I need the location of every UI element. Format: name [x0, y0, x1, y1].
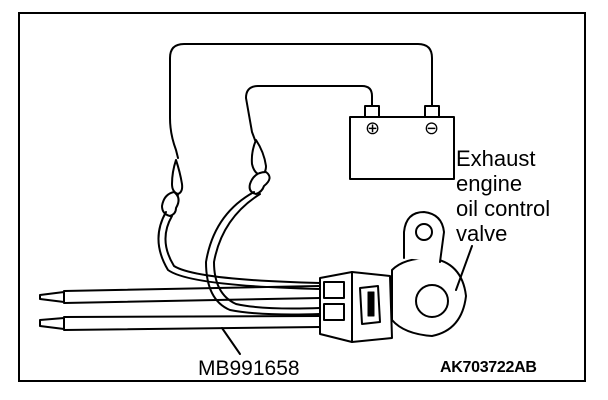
test-lead-lower-bottom: [63, 326, 321, 331]
probe-sleeve-left: [171, 159, 184, 195]
connector-clip-left: [161, 191, 180, 217]
battery-terminal-negative: [424, 105, 440, 118]
harness-wire-upper-b: [164, 215, 321, 284]
battery-negative-symbol: ⊖: [424, 118, 440, 138]
tool-label: MB991658: [198, 357, 300, 380]
figure-code-label: AK703722AB: [440, 359, 537, 376]
valve-label-line-1: Exhaust: [456, 146, 536, 171]
battery-positive-symbol: ⊕: [365, 118, 381, 138]
battery-terminal-positive: [364, 105, 380, 118]
figure-frame: [18, 12, 586, 382]
test-lead-upper-bottom: [63, 297, 321, 304]
test-lead-lower-top: [63, 315, 321, 318]
valve-label-line-3: oil control: [456, 196, 551, 221]
harness-wire-lower-a: [205, 191, 321, 316]
tool-leader-line: [221, 327, 241, 355]
pin-tip-lower: [39, 317, 65, 330]
test-lead-upper-top: [63, 285, 321, 292]
valve-label-line-2: engine: [456, 171, 523, 196]
valve-leader-line: [455, 245, 473, 291]
connector-clip-right: [248, 171, 271, 195]
probe-sleeve-right: [250, 139, 267, 176]
valve-label-line-4: valve: [456, 221, 508, 246]
valve-label: Exhaust engine oil control valve: [456, 146, 550, 246]
valve-port: [415, 284, 449, 318]
pin-tip-upper: [39, 291, 65, 303]
lead-wire-inner: [245, 85, 373, 149]
bracket-hole: [415, 223, 433, 241]
harness-wire-upper-a: [157, 211, 321, 290]
battery-body: [349, 116, 455, 180]
lead-wire-outer: [169, 43, 433, 159]
